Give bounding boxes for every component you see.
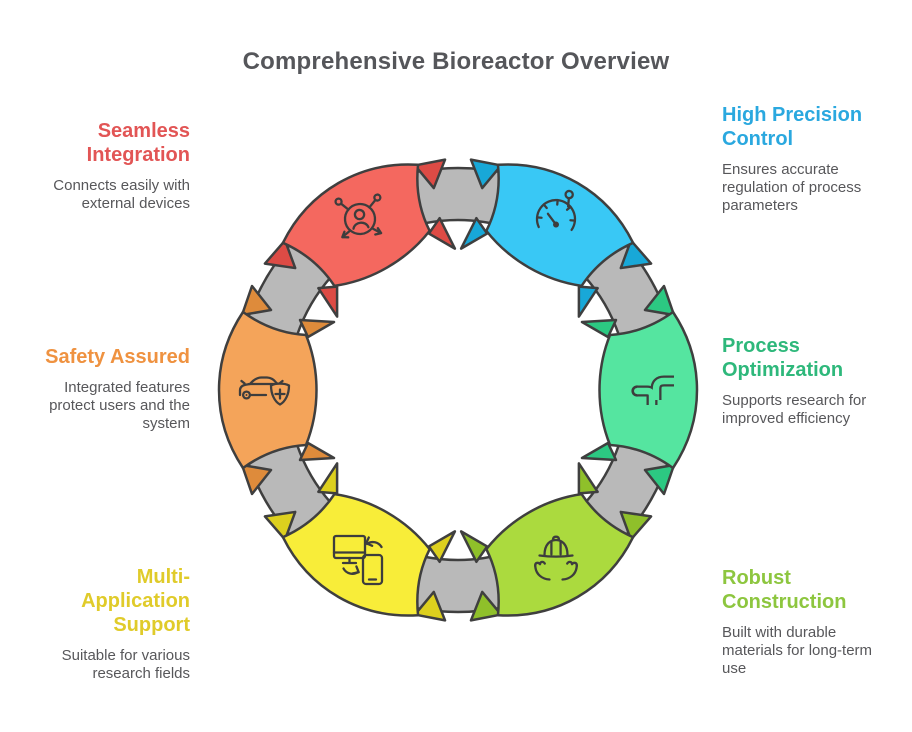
item-description: Supports research for improved efficienc… — [722, 392, 867, 427]
label-high-precision-control: High Precision Control Ensures accurate … — [722, 103, 882, 215]
gauge-icon — [535, 189, 577, 232]
item-title: Multi-Application Support — [81, 566, 190, 636]
corner-arrows-icon — [631, 375, 674, 405]
item-description: Integrated features protect users and th… — [49, 379, 190, 432]
devices-sync-icon — [332, 534, 384, 586]
item-title: High Precision Control — [722, 104, 863, 150]
label-process-optimization: Process Optimization Supports research f… — [722, 334, 882, 428]
page-title: Comprehensive Bioreactor Overview — [242, 48, 670, 75]
item-title: Robust Construction — [722, 567, 847, 613]
label-seamless-integration: Seamless Integration Connects easily wit… — [40, 119, 190, 213]
car-shield-icon — [238, 376, 291, 406]
item-title: Safety Assured — [45, 346, 190, 368]
label-robust-construction: Robust Construction Built with durable m… — [722, 566, 882, 678]
item-title: Process Optimization — [722, 335, 844, 381]
item-description: Ensures accurate regulation of process p… — [722, 161, 862, 214]
item-description: Built with durable materials for long-te… — [722, 624, 873, 677]
item-title: Seamless Integration — [86, 120, 190, 166]
network-user-icon — [334, 193, 383, 239]
item-description: Connects easily with external devices — [53, 177, 190, 212]
hardhat-hands-icon — [534, 535, 578, 581]
label-safety-assured: Safety Assured Integrated features prote… — [40, 345, 190, 433]
label-multi-application-support: Multi-Application Support Suitable for v… — [40, 565, 190, 683]
item-description: Suitable for various research fields — [61, 647, 190, 682]
